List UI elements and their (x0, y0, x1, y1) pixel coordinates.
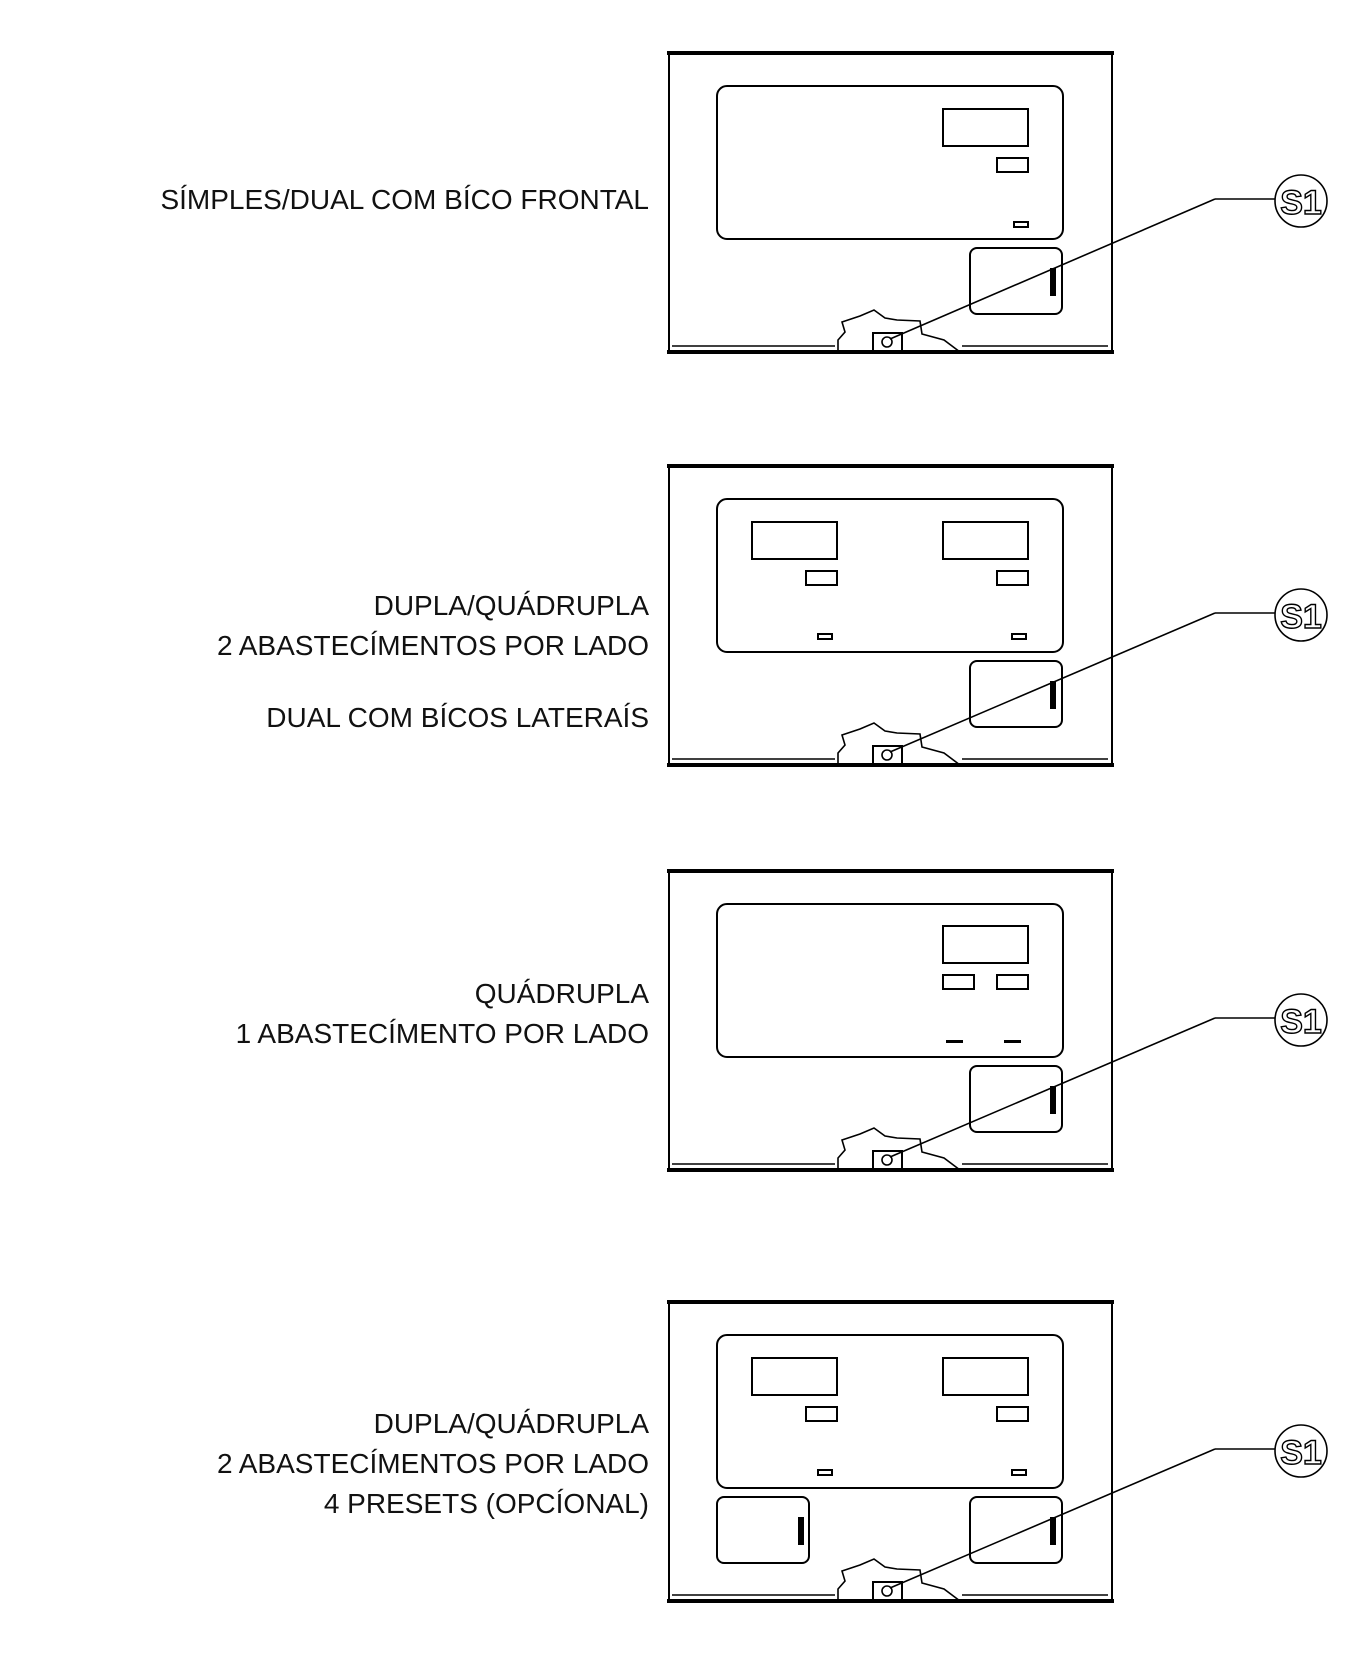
door-handle-left (798, 1517, 804, 1545)
display-window (716, 903, 1064, 1058)
price-display (942, 108, 1029, 147)
price-display-right (942, 1357, 1029, 1396)
callout-s1-label: S1 (1280, 1434, 1322, 1472)
door-handle (1050, 1086, 1056, 1114)
selector-switch (872, 745, 903, 765)
led-dash-left (946, 1040, 963, 1043)
door-handle-right (1050, 1517, 1056, 1545)
indicator-right (996, 974, 1029, 990)
selector-switch (872, 1581, 903, 1601)
door-handle (1050, 681, 1056, 709)
panel-4-line-2: 2 ABASTECÍMENTOS POR LADO (216, 1448, 649, 1479)
display-window (716, 1334, 1064, 1489)
callout-s1-circle (1274, 1424, 1328, 1478)
price-display (942, 925, 1029, 964)
panel-2-line-1: DUPLA/QUÁDRUPLA (373, 590, 649, 621)
display-window (716, 498, 1064, 653)
callout-s1-circle (1274, 993, 1328, 1047)
door-panel-right (969, 1496, 1063, 1564)
panel-2-drawing: S1 (667, 464, 1328, 767)
indicator-left (942, 974, 975, 990)
door-panel (969, 1065, 1063, 1133)
callout-s1-label: S1 (1280, 184, 1322, 222)
indicator (996, 157, 1029, 173)
panel-3-line-1: QUÁDRUPLA (474, 978, 649, 1009)
panel-1-drawing: S1 (667, 51, 1328, 354)
door-panel (969, 247, 1063, 315)
door-handle (1050, 268, 1056, 296)
callout-s1-circle (1274, 588, 1328, 642)
led-slot (1013, 221, 1029, 228)
door-panel-left (716, 1496, 810, 1564)
indicator-left (805, 1406, 838, 1422)
price-display-right (942, 521, 1029, 560)
panel-2-label: DUPLA/QUÁDRUPLA 2 ABASTECÍMENTOS POR LAD… (217, 586, 649, 666)
panel-4-drawing: S1 (667, 1300, 1328, 1603)
panel-1-label: SÍMPLES/DUAL COM BÍCO FRONTAL (160, 180, 649, 220)
indicator-right (996, 1406, 1029, 1422)
callout-s1-label: S1 (1280, 1003, 1322, 1041)
panel-3-line-2: 1 ABASTECÍMENTO POR LADO (235, 1018, 649, 1049)
panel-1-line-1: SÍMPLES/DUAL COM BÍCO FRONTAL (160, 184, 649, 215)
indicator-right (996, 570, 1029, 586)
indicator-left (805, 570, 838, 586)
display-window (716, 85, 1064, 240)
panel-4-label: DUPLA/QUÁDRUPLA 2 ABASTECÍMENTOS POR LAD… (217, 1404, 649, 1524)
panel-2-extra-line: DUAL COM BÍCOS LATERAÍS (266, 702, 649, 733)
callout-s1-circle (1274, 174, 1328, 228)
price-display-left (751, 1357, 838, 1396)
panel-4-line-1: DUPLA/QUÁDRUPLA (373, 1408, 649, 1439)
callout-s1-label: S1 (1280, 598, 1322, 636)
panel-3-drawing: S1 (667, 869, 1328, 1172)
selector-switch (872, 1150, 903, 1170)
panel-3-label: QUÁDRUPLA 1 ABASTECÍMENTO POR LADO (236, 974, 649, 1054)
led-slot-left (817, 1469, 833, 1476)
price-display-left (751, 521, 838, 560)
door-panel (969, 660, 1063, 728)
led-slot-right (1011, 1469, 1027, 1476)
panel-2-extra-label: DUAL COM BÍCOS LATERAÍS (266, 698, 649, 738)
led-slot-right (1011, 633, 1027, 640)
led-dash-right (1004, 1040, 1021, 1043)
panel-2-line-2: 2 ABASTECÍMENTOS POR LADO (216, 630, 649, 661)
led-slot-left (817, 633, 833, 640)
selector-switch (872, 332, 903, 352)
panel-4-line-3: 4 PRESETS (OPCÍONAL) (323, 1488, 649, 1519)
